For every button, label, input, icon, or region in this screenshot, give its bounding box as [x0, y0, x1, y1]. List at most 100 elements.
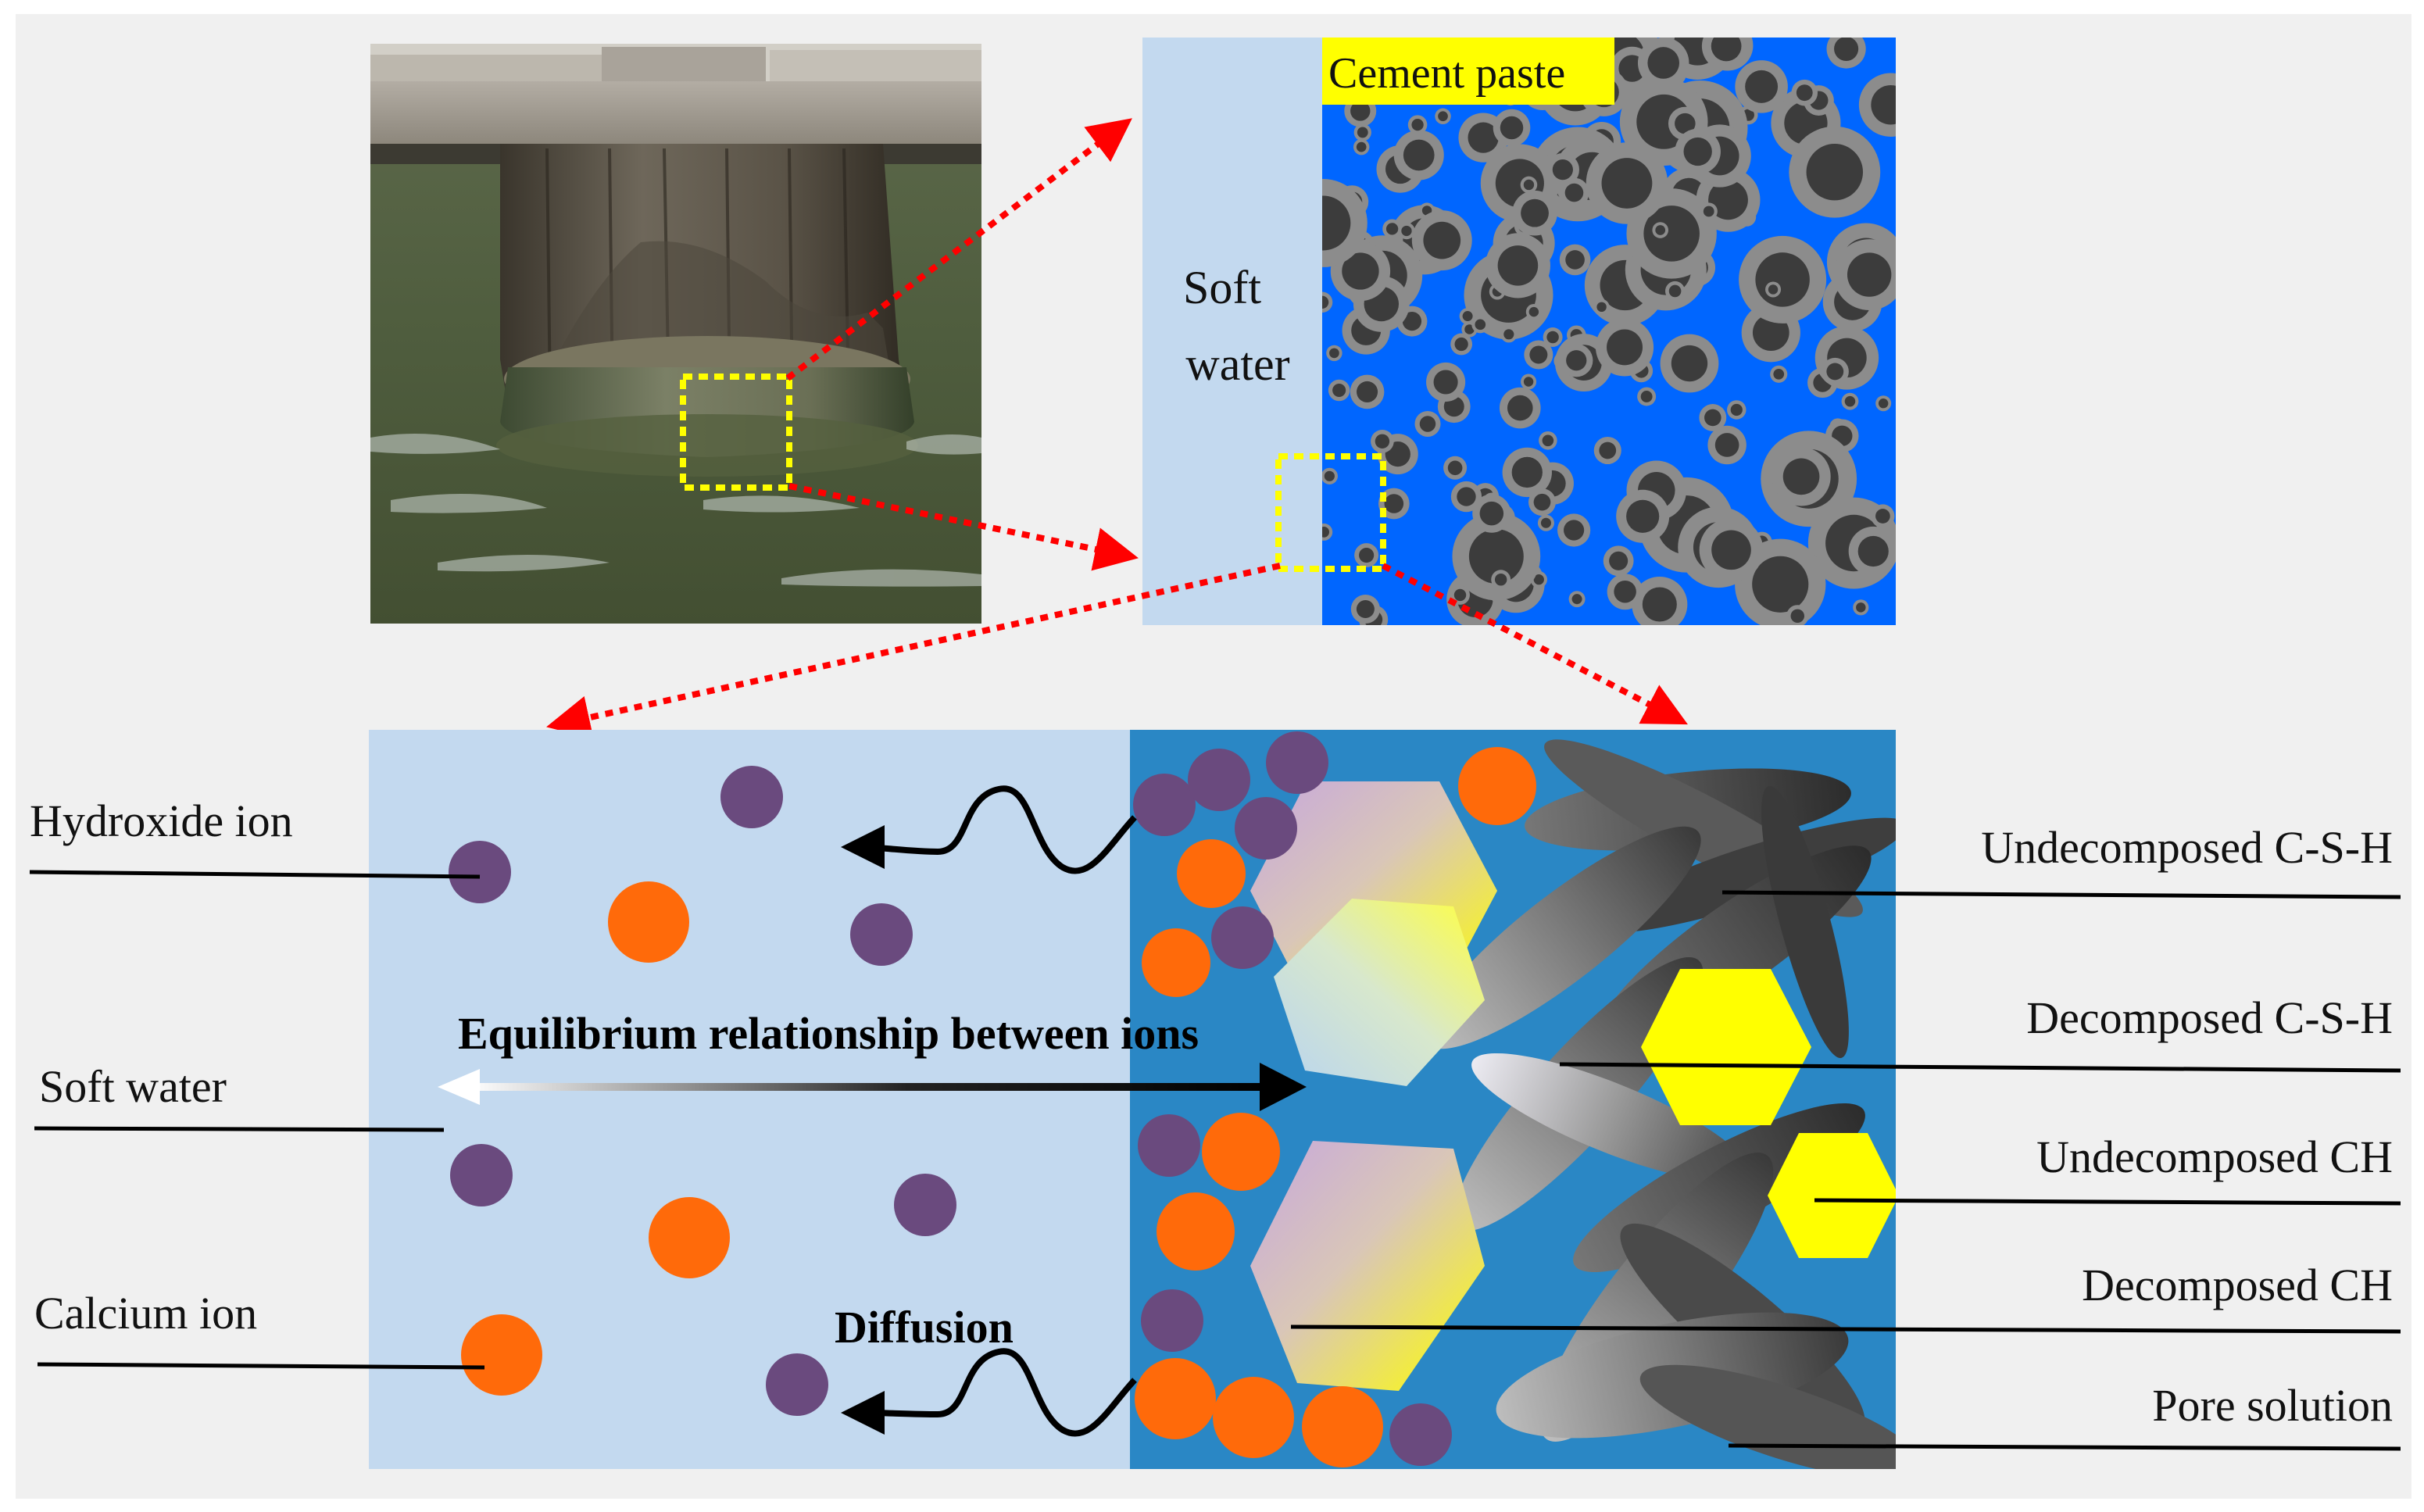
cement-grain-core — [1356, 141, 1367, 152]
cement-grain-core — [1565, 250, 1585, 270]
cement-grain-core — [1711, 530, 1751, 570]
cement-grain-core — [1401, 225, 1412, 237]
cement-grain-core — [1856, 602, 1866, 613]
cement-grain-core — [1356, 599, 1375, 618]
pore-solution-label: Pore solution — [2152, 1380, 2393, 1431]
soft-water-label-line2: water — [1185, 338, 1289, 390]
cement-grain-core — [1529, 345, 1548, 364]
cement-grain-core — [1647, 47, 1680, 79]
decomposed-csh-label: Decomposed C-S-H — [2026, 992, 2393, 1043]
cement-grain-core — [1671, 345, 1708, 382]
cement-grain-core — [1503, 329, 1514, 340]
cement-grain-core — [1342, 252, 1379, 290]
diffusion-arrow-upper — [867, 785, 1137, 874]
hydroxide-ion — [894, 1174, 956, 1236]
cement-grain-core — [1599, 441, 1617, 459]
cement-grain-core — [1571, 594, 1582, 605]
soft-water-leader — [34, 1126, 445, 1132]
cement-grain-core — [1359, 547, 1375, 563]
cement-grain-core — [1711, 38, 1742, 62]
soft-water-strip — [1142, 38, 1322, 625]
zoom-arrow-3 — [546, 563, 1281, 739]
calcium-ion — [608, 881, 689, 963]
cement-grain-core — [1806, 143, 1864, 201]
cement-grain-core — [1790, 609, 1805, 624]
zoom-arrows — [546, 118, 1688, 739]
cement-grain-core — [1752, 556, 1809, 613]
calcium-ion-label: Calcium ion — [34, 1288, 257, 1339]
cement-grain-core — [1546, 331, 1559, 344]
hydroxide-ion-leader — [29, 870, 481, 879]
cement-grain-core — [1640, 391, 1653, 402]
cement-grain-core — [1462, 311, 1473, 322]
cement-grain-core — [1596, 302, 1607, 313]
micro-zoom-box — [1275, 453, 1386, 572]
pore-solution-zone — [1130, 730, 1896, 1469]
hydroxide-ion-label: Hydroxide ion — [30, 795, 293, 846]
cement-grain-core — [1552, 159, 1573, 181]
cement-grain-core — [1683, 137, 1712, 166]
cement-grain-core — [1350, 101, 1371, 121]
undecomposed-csh-leader — [1721, 890, 2401, 899]
cement-grain-core — [1703, 206, 1714, 217]
cement-grain-core — [1871, 84, 1896, 125]
cement-grain-core — [1609, 551, 1629, 570]
hydroxide-ion — [1235, 797, 1297, 860]
calcium-ion — [1177, 839, 1246, 908]
cement-grain-core — [1655, 225, 1666, 235]
cement-grain-core — [1847, 252, 1892, 297]
cement-grain-core — [1834, 38, 1859, 62]
cement-grain-core — [1745, 70, 1779, 103]
hydroxide-ion — [1133, 774, 1196, 836]
soft-water-ions — [449, 766, 956, 1416]
cement-grain-core — [1384, 494, 1404, 513]
cement-grain-core — [1494, 574, 1507, 586]
cement-grain-core — [1542, 434, 1554, 447]
hydroxide-ion — [850, 903, 913, 966]
cement-grain-core — [1564, 183, 1584, 202]
cement-grain-core — [1421, 206, 1432, 216]
diffusion-arrows — [841, 785, 1137, 1437]
hydroxide-ion — [450, 1144, 513, 1206]
cement-grain-core — [1447, 460, 1463, 476]
cement-grain-core — [1533, 493, 1551, 511]
cement-grain-core — [1523, 377, 1534, 387]
cement-grain-core — [1523, 179, 1535, 191]
hydroxide-ion — [1211, 906, 1274, 969]
cement-grain-core — [1479, 501, 1504, 526]
cement-grain-core — [1433, 370, 1458, 395]
cement-grain-core — [1521, 198, 1549, 227]
hydroxide-ion — [1389, 1403, 1452, 1466]
undecomposed-ch-leader — [1814, 1198, 2401, 1206]
cement-grain-core — [1614, 580, 1636, 603]
cement-grain-core — [1453, 588, 1467, 602]
cement-grain-core — [1419, 416, 1436, 432]
csh-ellipse — [1425, 826, 1701, 1049]
cement-grain-core — [1564, 520, 1585, 541]
cement-grain-core — [1507, 395, 1533, 421]
csh-ellipse — [1593, 817, 1896, 933]
cement-grain-core — [1796, 84, 1813, 102]
diffusion-arrow-lower — [867, 1348, 1137, 1437]
cement-grain-core — [1497, 245, 1539, 286]
cement-grain-core — [1332, 383, 1346, 398]
cement-grain-core — [1607, 329, 1643, 366]
decomposed-csh-hex — [1274, 899, 1485, 1086]
cement-grain-core — [1540, 517, 1551, 528]
cement-grain-core — [1403, 139, 1435, 171]
cement-grain-core — [1730, 403, 1743, 416]
zoom-arrow-4 — [1382, 563, 1688, 725]
cement-grain-core — [1511, 456, 1543, 488]
cement-grain-core — [1443, 396, 1464, 417]
soft-water-label-line1: Soft — [1183, 262, 1261, 313]
calcium-ion — [1142, 928, 1210, 997]
cement-grain-core — [1773, 368, 1785, 380]
cement-grain-core — [1714, 433, 1739, 457]
cement-grain-core — [1844, 395, 1856, 407]
cement-grain-core — [1826, 363, 1844, 381]
calcium-ion — [1302, 1386, 1383, 1467]
decomposed-csh-leader — [1559, 1062, 2401, 1073]
calcium-ion — [1213, 1377, 1294, 1458]
cement-grain-core — [1875, 509, 1890, 524]
